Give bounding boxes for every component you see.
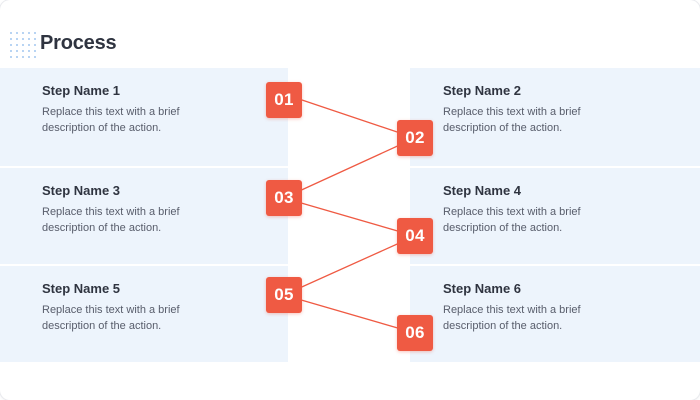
step-badge-5[interactable]: 05 bbox=[266, 277, 302, 313]
step-card-3[interactable]: Step Name 3 Replace this text with a bri… bbox=[0, 168, 288, 264]
step-description: Replace this text with a brief descripti… bbox=[443, 304, 581, 332]
step-card-5[interactable]: Step Name 5 Replace this text with a bri… bbox=[0, 266, 288, 362]
step-card-4[interactable]: Step Name 4 Replace this text with a bri… bbox=[410, 168, 700, 264]
step-title: Step Name 3 bbox=[42, 183, 121, 198]
dot-grid-icon bbox=[8, 30, 38, 60]
step-badge-3[interactable]: 03 bbox=[266, 180, 302, 216]
step-title: Step Name 5 bbox=[42, 281, 121, 296]
step-title: Step Name 4 bbox=[443, 183, 522, 198]
step-description: Replace this text with a brief descripti… bbox=[42, 206, 180, 234]
step-title: Step Name 6 bbox=[443, 281, 522, 296]
step-description: Replace this text with a brief descripti… bbox=[443, 206, 581, 234]
step-badge-4[interactable]: 04 bbox=[397, 218, 433, 254]
step-badge-6[interactable]: 06 bbox=[397, 315, 433, 351]
step-card-2[interactable]: Step Name 2 Replace this text with a bri… bbox=[410, 68, 700, 166]
step-card-1[interactable]: Step Name 1 Replace this text with a bri… bbox=[0, 68, 288, 166]
slide-header: Process bbox=[0, 0, 700, 68]
step-badge-2[interactable]: 02 bbox=[397, 120, 433, 156]
step-title: Step Name 1 bbox=[42, 83, 121, 98]
connector-path bbox=[283, 99, 416, 334]
step-description: Replace this text with a brief descripti… bbox=[42, 304, 180, 332]
step-badge-1[interactable]: 01 bbox=[266, 82, 302, 118]
step-description: Replace this text with a brief descripti… bbox=[42, 106, 180, 134]
step-description: Replace this text with a brief descripti… bbox=[443, 106, 581, 134]
step-title: Step Name 2 bbox=[443, 83, 522, 98]
step-card-6[interactable]: Step Name 6 Replace this text with a bri… bbox=[410, 266, 700, 362]
page-title: Process bbox=[40, 32, 117, 54]
